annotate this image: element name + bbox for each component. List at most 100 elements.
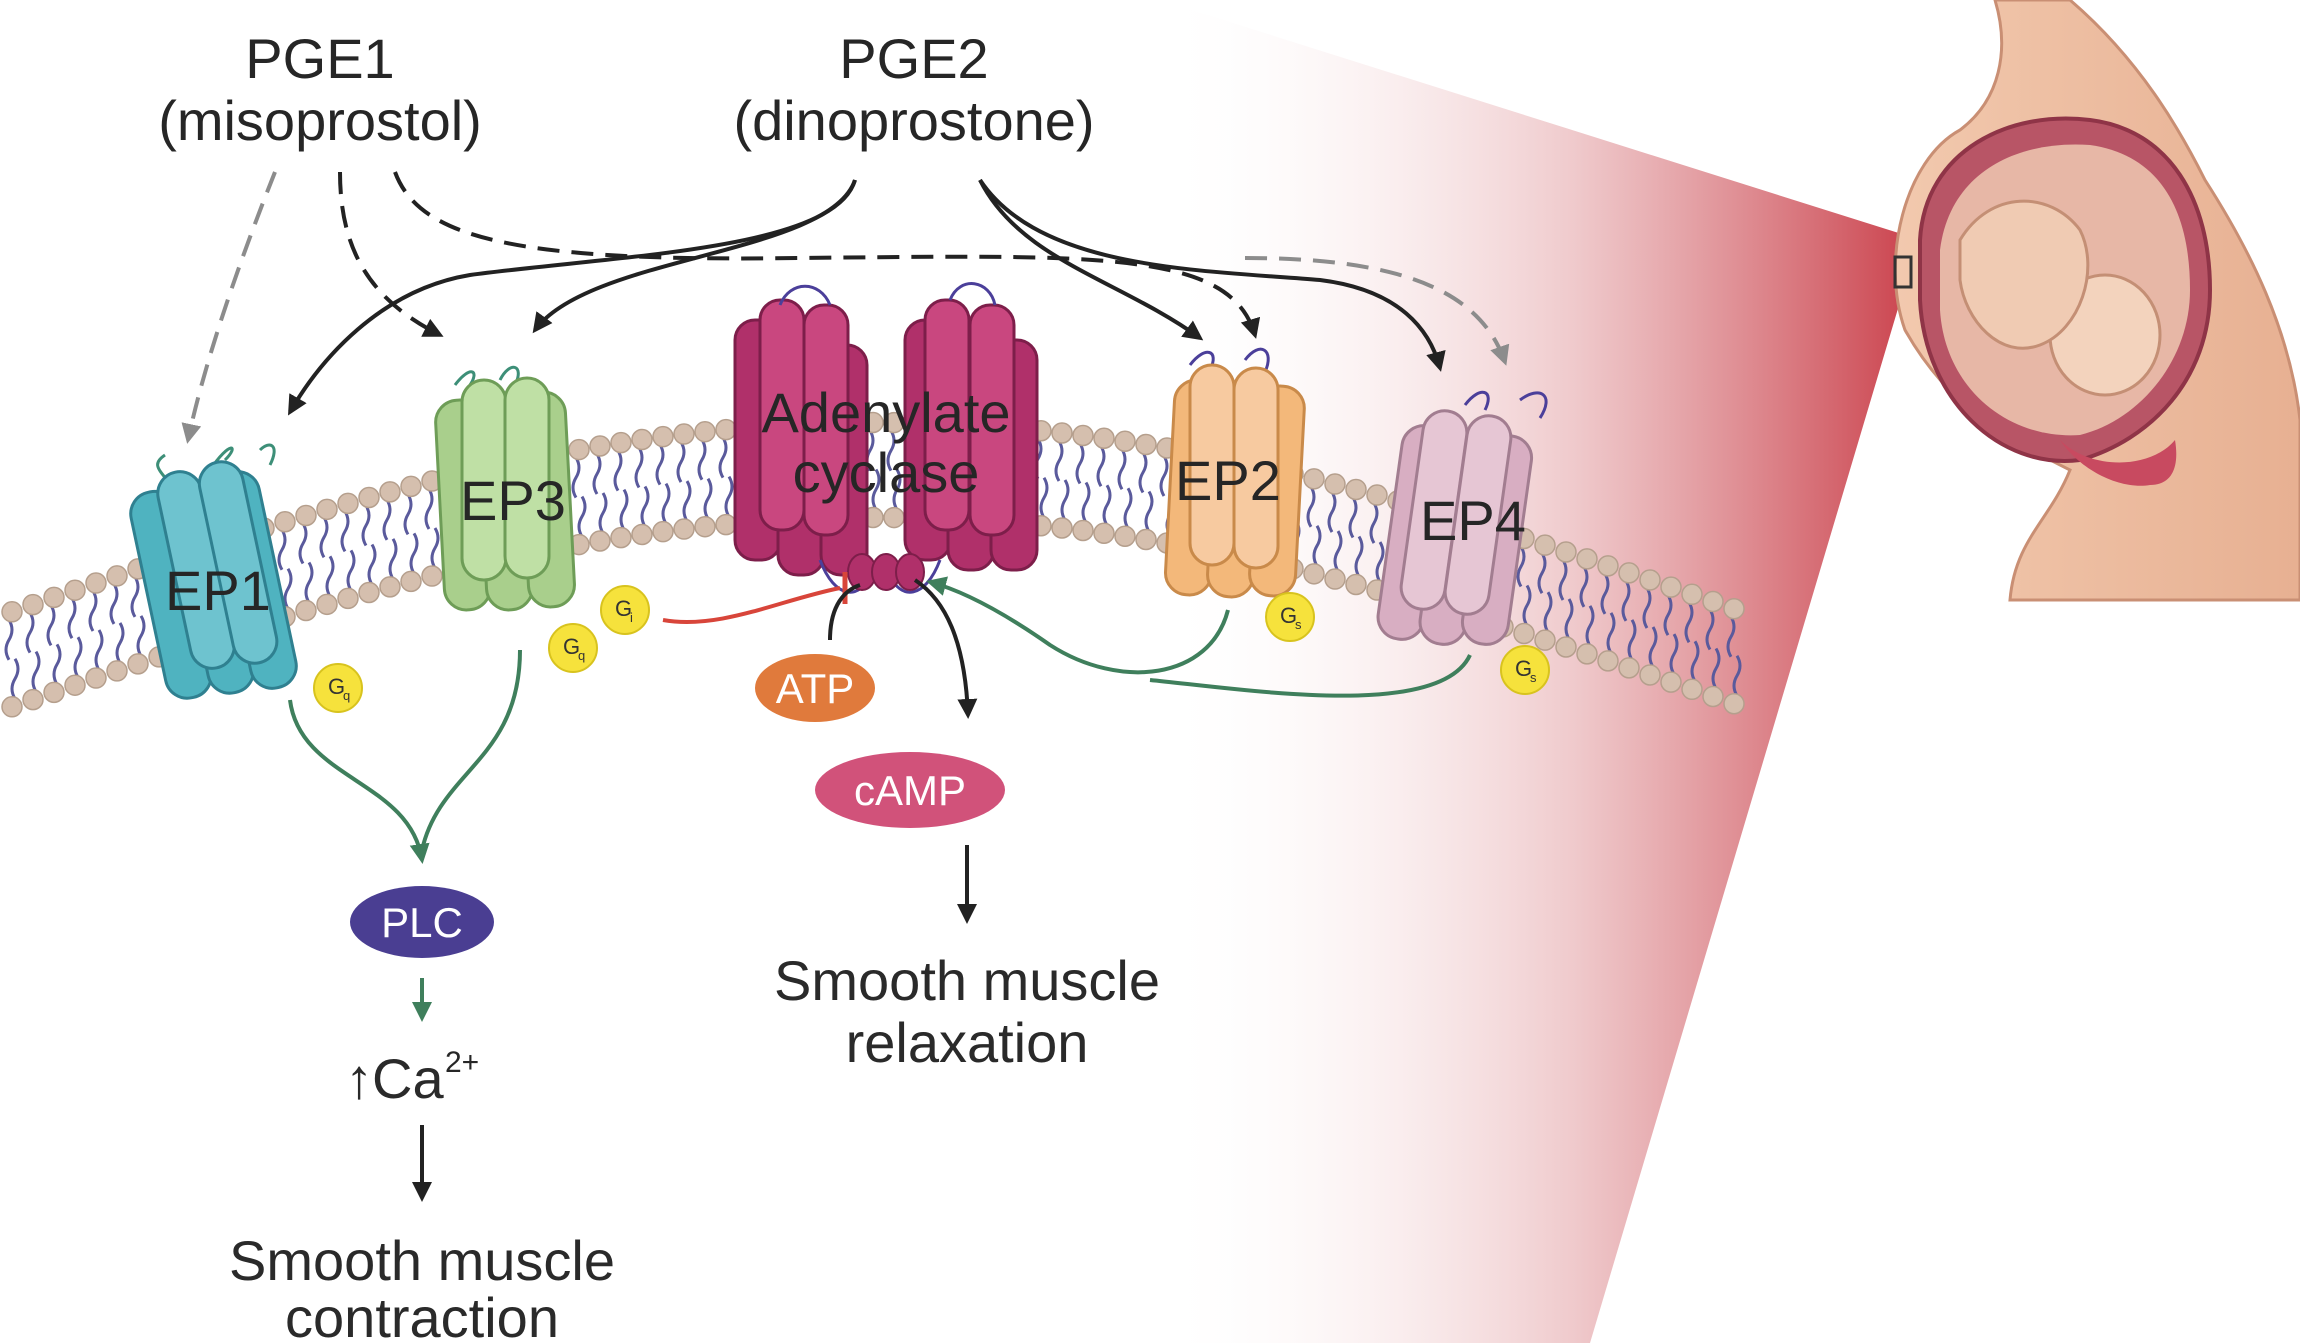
atp-node: ATP <box>755 583 875 722</box>
contraction-outcome-line2: contraction <box>285 1286 559 1343</box>
lipid-tail <box>1579 566 1595 647</box>
lipid-head <box>85 667 107 689</box>
lipid-head <box>652 520 674 543</box>
lipid-tail <box>130 576 146 657</box>
lipid-tail <box>1663 594 1679 675</box>
lipid-head <box>400 475 422 498</box>
lipid-tail <box>277 528 293 610</box>
calcium-ion-label: Ca <box>372 1047 444 1110</box>
lipid-head <box>1072 424 1094 447</box>
lipid-head <box>1324 568 1346 590</box>
calcium-increase: ↑ Ca 2+ <box>345 1046 479 1110</box>
lipid-head <box>1093 427 1115 450</box>
lipid-tail <box>1369 502 1385 583</box>
ep2-label: EP2 <box>1175 449 1281 512</box>
lipid-head <box>1513 622 1535 645</box>
lipid-head <box>274 511 296 533</box>
lipid-head <box>1681 678 1703 701</box>
g-protein-ep3-i: G i <box>600 585 650 635</box>
ep4-receptor: EP4 <box>1376 391 1548 646</box>
lipid-head <box>1345 478 1367 501</box>
lipid-head <box>400 570 422 593</box>
lipid-tail <box>1537 552 1553 633</box>
lipid-tail <box>109 583 125 664</box>
g-protein-ep4-letter: G <box>1515 656 1532 681</box>
lipid-tail <box>886 429 902 511</box>
g-protein-ep3-i-letter: G <box>615 596 632 621</box>
lipid-head <box>1345 573 1367 596</box>
zoom-inset-box <box>1893 255 1913 289</box>
lipid-tail <box>1327 491 1343 572</box>
pge1-to-ep2-arrow <box>393 171 1261 339</box>
lipid-head <box>610 526 632 549</box>
ep1-label: EP1 <box>165 559 271 622</box>
g-protein-ep3-q-sub: q <box>578 648 585 663</box>
ep4-label: EP4 <box>1420 489 1526 552</box>
lipid-head <box>22 688 44 711</box>
calcium-charge-label: 2+ <box>445 1046 479 1079</box>
lipid-head <box>1576 643 1598 665</box>
lipid-head <box>43 681 65 704</box>
lipid-tail <box>1705 608 1721 690</box>
lipid-head <box>1597 650 1619 672</box>
lipid-head <box>1303 468 1325 490</box>
pge2-to-ep4-arrow <box>978 178 1446 372</box>
g-protein-ep1: G q <box>313 663 363 713</box>
lipid-head <box>1555 636 1577 658</box>
plc-node: PLC <box>350 886 494 958</box>
relaxation-outcome-line1: Smooth muscle <box>774 949 1160 1012</box>
g-protein-ep2: G s <box>1265 592 1315 642</box>
lipid-tail <box>340 510 356 592</box>
relaxation-outcome-line2: relaxation <box>846 1011 1089 1074</box>
camp-node: cAMP <box>815 752 1005 828</box>
lipid-head <box>1 696 23 718</box>
adenylate-cyclase: Adenylate cyclase <box>733 282 1039 594</box>
pge2-to-ep3-arrow <box>532 179 857 334</box>
lipid-head <box>337 587 359 610</box>
lipid-head <box>1135 433 1157 456</box>
lipid-head <box>1135 528 1157 551</box>
catalytic-domain <box>847 553 925 591</box>
lipid-head <box>715 513 737 536</box>
lipid-head <box>1681 583 1703 606</box>
adenylate-cyclase-label-line1: Adenylate <box>761 381 1010 444</box>
pge1-to-ep4-arrow <box>1244 256 1510 366</box>
lipid-head <box>589 530 611 552</box>
lipid-tail <box>67 597 83 678</box>
lipid-tail <box>88 590 104 671</box>
lipid-tail <box>1054 440 1070 521</box>
lipid-head <box>316 593 338 616</box>
g-protein-ep1-sub: q <box>343 688 350 703</box>
lipid-tail <box>1726 615 1742 697</box>
lipid-head <box>673 518 695 540</box>
lipid-tail <box>655 443 671 525</box>
pge2-arrows <box>288 178 1446 416</box>
lipid-head <box>379 481 401 503</box>
lipid-head <box>1639 569 1661 591</box>
ep2-receptor: EP2 <box>1164 347 1306 599</box>
lipid-head <box>652 425 674 448</box>
lipid-head <box>64 674 86 696</box>
lipid-tail <box>1558 559 1574 640</box>
gi-inhibition-arrow <box>662 572 848 625</box>
g-protein-ep3-q-letter: G <box>563 634 580 659</box>
lipid-tail <box>382 499 398 580</box>
lipid-tail <box>1642 587 1658 668</box>
lipid-head <box>631 428 653 451</box>
lipid-head <box>694 515 716 538</box>
lipid-tail <box>1138 451 1154 533</box>
lipid-head <box>589 435 611 457</box>
gq-to-plc-arrows <box>288 649 522 864</box>
lipid-head <box>358 486 380 509</box>
lipid-head <box>64 579 86 601</box>
lipid-tail <box>424 488 440 569</box>
lipid-tail <box>403 493 419 575</box>
lipid-tail <box>634 446 650 528</box>
lipid-head <box>715 418 737 441</box>
lipid-head <box>883 506 905 529</box>
lipid-head <box>1618 657 1640 679</box>
lipid-head <box>1114 525 1136 548</box>
camp-label: cAMP <box>854 767 966 814</box>
